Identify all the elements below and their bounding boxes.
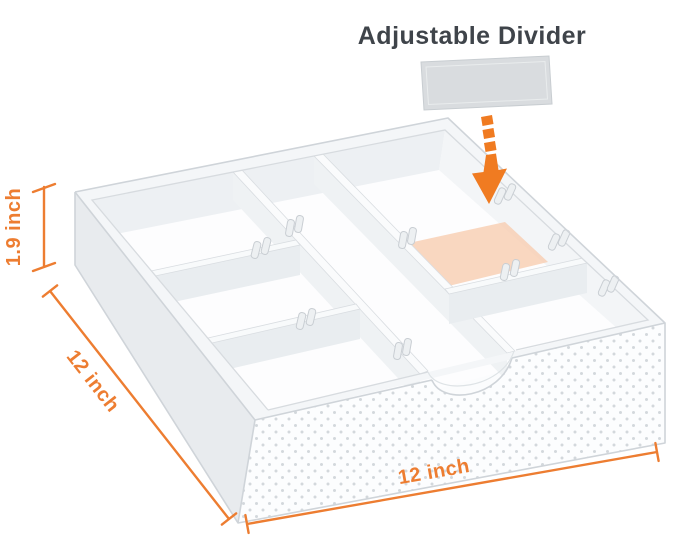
arrow-dash xyxy=(482,128,495,139)
divider-slot-tab xyxy=(547,233,561,251)
arrow-head xyxy=(472,153,507,204)
divider-wall-face xyxy=(449,263,587,324)
adjustable-divider-label: Adjustable Divider xyxy=(358,22,587,50)
tray-rim xyxy=(75,118,665,420)
inner-back-wall xyxy=(92,130,445,236)
divider-slot-tab xyxy=(393,341,403,361)
dashed-down-arrow-icon xyxy=(472,115,507,204)
arrow-dash xyxy=(484,141,497,152)
front-wall-perforations xyxy=(238,323,665,523)
divider-slot-tab xyxy=(493,187,507,205)
scoop-edge xyxy=(431,357,513,396)
height-dimension-label: 1.9 inch xyxy=(3,188,25,266)
tray-edge xyxy=(254,322,666,421)
divider-wall-face xyxy=(233,172,420,402)
side-dimension-line xyxy=(41,284,238,526)
divider-slot-tab xyxy=(503,183,517,201)
divider-slot-tab xyxy=(407,226,417,246)
outer-left-wall xyxy=(75,192,255,523)
tray-edges xyxy=(74,117,666,524)
divider-slot-tab xyxy=(295,312,307,330)
divider-slot-tab xyxy=(402,337,412,357)
divider-panel xyxy=(420,55,553,111)
rim-inner-edge xyxy=(90,129,650,411)
tray-edge xyxy=(74,117,666,524)
divider-panel-highlight xyxy=(425,60,549,106)
front-dimension-line xyxy=(244,441,660,535)
dimension-lines xyxy=(31,182,660,535)
arrow-dash xyxy=(481,115,494,126)
divider-slot-tab xyxy=(250,241,262,259)
divider-slot-tab xyxy=(305,308,317,326)
divider-slot-tab xyxy=(260,237,272,255)
internal-dividers xyxy=(150,152,588,402)
divider-slot-tab xyxy=(499,263,511,281)
divider-slot-tab xyxy=(285,218,295,238)
scoop-inner-edge xyxy=(427,350,515,387)
divider-wall-face xyxy=(212,309,360,373)
divider-panel-face xyxy=(420,55,553,111)
divider-slot-tab xyxy=(294,214,304,234)
height-dimension-line xyxy=(31,182,57,273)
side-dimension-label: 12 inch xyxy=(62,346,124,417)
divider-wall-face xyxy=(155,245,300,306)
divider-slot-tab xyxy=(509,259,521,277)
divider-slot-tab xyxy=(398,230,408,250)
divider-wall-face xyxy=(314,156,507,381)
